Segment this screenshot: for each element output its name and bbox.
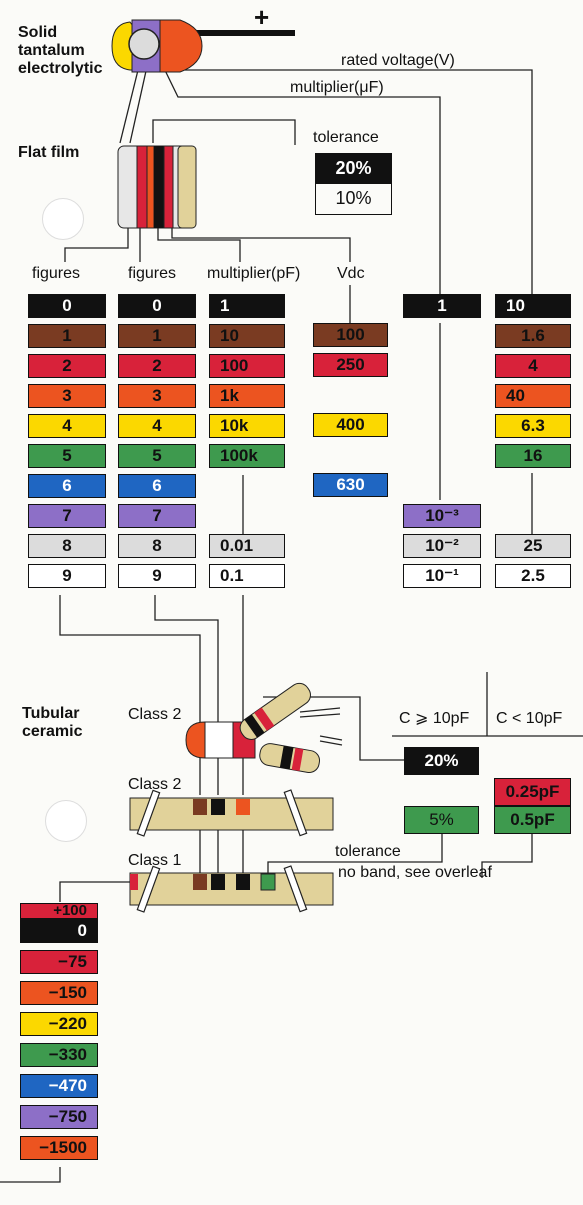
- fig1-cell: 2: [28, 354, 106, 378]
- muf-cell: 10⁻³: [403, 504, 481, 528]
- rv-cell: 1.6: [495, 324, 571, 348]
- fig2-cell: 8: [118, 534, 196, 558]
- fig1-cell: 1: [28, 324, 106, 348]
- rv-cell: 16: [495, 444, 571, 468]
- muf-cell: 10⁻²: [403, 534, 481, 558]
- rv-cell: 2.5: [495, 564, 571, 588]
- c-lt-10pf-label: C < 10pF: [496, 710, 563, 727]
- mult-cell: 1k: [209, 384, 285, 408]
- figures-2-label: figures: [128, 265, 177, 282]
- vdc-cell: 100: [313, 323, 388, 347]
- mult-cell: 100k: [209, 444, 285, 468]
- flat-film-heading: Flat film: [18, 144, 80, 161]
- class1-label: Class 1: [128, 852, 182, 869]
- fig2-cell: 9: [118, 564, 196, 588]
- tolerance-20: 20%: [316, 154, 391, 184]
- class2-label-b: Class 2: [128, 776, 182, 793]
- fig1-cell: 5: [28, 444, 106, 468]
- muf-cell: 10⁻¹: [403, 564, 481, 588]
- fig1-cell: 0: [28, 294, 106, 318]
- rv-cell: 25: [495, 534, 571, 558]
- muf-cell: 1: [403, 294, 481, 318]
- fig2-cell: 5: [118, 444, 196, 468]
- tantalum-heading-line-1: Solid: [18, 24, 58, 41]
- tc-cell: −1500: [20, 1136, 98, 1160]
- tolerance-5-ge: 5%: [404, 806, 479, 834]
- fig2-cell: 1: [118, 324, 196, 348]
- mult-cell: 0.01: [209, 534, 285, 558]
- rv-cell: 4: [495, 354, 571, 378]
- fig1-cell: 9: [28, 564, 106, 588]
- plus-sign: +: [254, 2, 270, 32]
- tc-cell: −330: [20, 1043, 98, 1067]
- tantalum-heading-line-3: electrolytic: [18, 60, 103, 77]
- mult-cell: 100: [209, 354, 285, 378]
- vdc-cell: 250: [313, 353, 388, 377]
- tantalum-heading-line-2: tantalum: [18, 42, 85, 59]
- fig1-cell: 4: [28, 414, 106, 438]
- tubular-heading: Tubular ceramic: [22, 705, 83, 741]
- tolerance-20-ge: 20%: [404, 747, 479, 775]
- tubular-heading-line-2: ceramic: [22, 723, 83, 740]
- tc-cell: −75: [20, 950, 98, 974]
- tantalum-heading: Solid tantalum electrolytic: [18, 24, 102, 78]
- tc-cell: −150: [20, 981, 98, 1005]
- binder-hole-1: [42, 198, 84, 240]
- class2-label-a: Class 2: [128, 706, 182, 723]
- multiplier-uf-label: multiplier(μF): [290, 79, 384, 96]
- tolerance-05pf-lt: 0.5pF: [494, 806, 571, 834]
- vdc-label: Vdc: [337, 265, 365, 282]
- no-band-note: no band, see overleaf: [338, 864, 492, 881]
- vdc-cell: 400: [313, 413, 388, 437]
- tolerance-label-bottom: tolerance: [335, 843, 401, 860]
- tolerance-025pf-lt: 0.25pF: [494, 778, 571, 806]
- mult-cell: 10k: [209, 414, 285, 438]
- rv-cell: 10: [495, 294, 571, 318]
- rv-cell: 6.3: [495, 414, 571, 438]
- tc-cell: 0: [20, 919, 98, 943]
- tolerance-10: 10%: [335, 188, 372, 208]
- multiplier-pf-label: multiplier(pF): [207, 265, 301, 282]
- tc-cell: +100: [20, 903, 98, 919]
- fig1-cell: 6: [28, 474, 106, 498]
- fig2-cell: 2: [118, 354, 196, 378]
- mult-cell: 10: [209, 324, 285, 348]
- tolerance-label-top: tolerance: [313, 129, 379, 146]
- fig1-cell: 3: [28, 384, 106, 408]
- fig2-cell: 0: [118, 294, 196, 318]
- tc-cell: −750: [20, 1105, 98, 1129]
- fig2-cell: 3: [118, 384, 196, 408]
- figures-1-label: figures: [32, 265, 81, 282]
- binder-hole-2: [45, 800, 87, 842]
- rated-voltage-label: rated voltage(V): [341, 52, 455, 69]
- fig1-cell: 8: [28, 534, 106, 558]
- fig2-cell: 7: [118, 504, 196, 528]
- mult-cell: 0.1: [209, 564, 285, 588]
- flat-film-tolerance-box: 20% 10%: [315, 153, 392, 215]
- mult-cell: 1: [209, 294, 285, 318]
- rv-cell: 40: [495, 384, 571, 408]
- tubular-heading-line-1: Tubular: [22, 705, 80, 722]
- tc-cell: −220: [20, 1012, 98, 1036]
- fig2-cell: 6: [118, 474, 196, 498]
- c-ge-10pf-label: C ⩾ 10pF: [399, 710, 470, 727]
- fig2-cell: 4: [118, 414, 196, 438]
- fig1-cell: 7: [28, 504, 106, 528]
- tc-cell: −470: [20, 1074, 98, 1098]
- vdc-cell: 630: [313, 473, 388, 497]
